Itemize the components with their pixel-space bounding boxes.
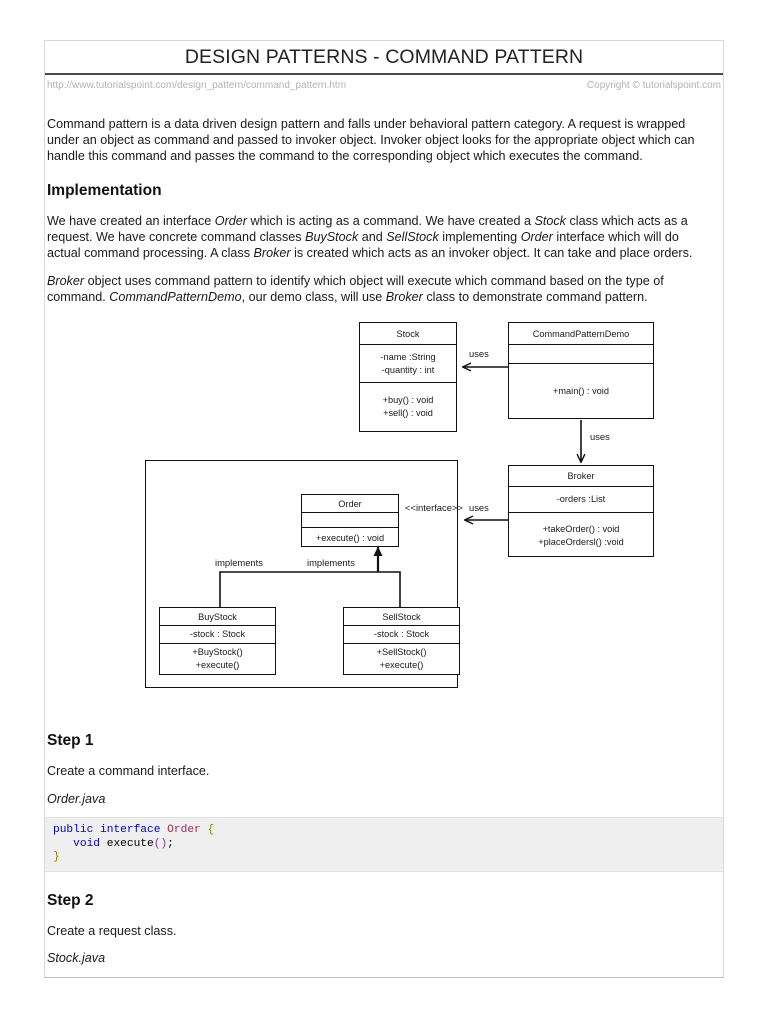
uml-class-order: Order +execute() : void: [301, 494, 399, 548]
uml-class-buy-stock: BuyStock -stock : Stock +BuyStock() +exe…: [159, 607, 276, 676]
uml-edge-label-uses-demo-stock: uses: [469, 348, 489, 360]
step-2-filename: Stock.java: [47, 951, 106, 966]
uml-class-broker-attributes: -orders :List: [509, 487, 653, 514]
uml-attribute: -name :String: [380, 351, 436, 362]
heading-step-1: Step 1: [47, 732, 94, 750]
uml-class-diagram: Stock -name :String -quantity : int +buy…: [47, 317, 707, 712]
uml-class-sell-stock: SellStock -stock : Stock +SellStock() +e…: [343, 607, 460, 676]
uml-operation: +sell() : void: [383, 408, 433, 419]
implementation-paragraph-1: We have created an interface Order which…: [47, 214, 693, 260]
uml-attribute: -orders :List: [556, 494, 606, 505]
source-url: http://www.tutorialspoint.com/design_pat…: [47, 80, 347, 91]
heading-implementation: Implementation: [47, 182, 162, 200]
uml-attribute: -quantity : int: [381, 364, 435, 375]
uml-class-sell-stock-attributes: -stock : Stock: [344, 626, 459, 645]
uml-class-stock-name: Stock: [360, 323, 456, 346]
uml-class-order-attributes: [302, 513, 398, 529]
uml-package-box: [145, 460, 458, 689]
uml-operation: +execute() : void: [315, 532, 385, 543]
page-title: DESIGN PATTERNS - COMMAND PATTERN: [184, 46, 584, 68]
step-1-filename: Order.java: [47, 792, 106, 807]
uml-operation: +execute(): [379, 660, 424, 671]
uml-stereotype-interface: <<interface>>: [405, 502, 463, 514]
uml-edge-label-implements-right: implements: [307, 557, 355, 569]
uml-operation: +SellStock(): [376, 647, 427, 658]
intro-paragraph: Command pattern is a data driven design …: [47, 117, 695, 163]
uml-attribute: -stock : Stock: [189, 629, 246, 640]
uml-class-sell-stock-operations: +SellStock() +execute(): [344, 644, 459, 674]
page-meta: http://www.tutorialspoint.com/design_pat…: [45, 75, 723, 91]
uml-operation: +BuyStock(): [192, 647, 243, 658]
step-1-description: Create a command interface.: [47, 764, 210, 779]
code-content: public interface Order { void execute();…: [53, 824, 215, 864]
heading-step-2: Step 2: [47, 891, 94, 909]
uml-operation: +main() : void: [553, 385, 609, 396]
implementation-paragraph-2: Broker object uses command pattern to id…: [47, 273, 664, 304]
uml-class-stock-attributes: -name :String -quantity : int: [360, 345, 456, 384]
uml-class-command-pattern-demo-name: CommandPatternDemo: [509, 323, 653, 346]
uml-class-command-pattern-demo-attributes: [509, 345, 653, 365]
document-page: DESIGN PATTERNS - COMMAND PATTERN http:/…: [44, 40, 724, 978]
copyright-notice: Copyright © tutorialspoint.com: [586, 80, 721, 91]
uml-class-command-pattern-demo-operations: +main() : void: [509, 364, 653, 418]
uml-class-broker-operations: +takeOrder() : void +placeOrdersl() :voi…: [509, 513, 653, 558]
uml-class-order-operations: +execute() : void: [302, 528, 398, 548]
uml-attribute: -stock : Stock: [373, 629, 430, 640]
title-divider: [45, 73, 723, 75]
uml-class-command-pattern-demo: CommandPatternDemo +main() : void: [508, 322, 654, 420]
uml-edge-label-implements-left: implements: [215, 557, 263, 569]
uml-operation: +buy() : void: [382, 395, 434, 406]
uml-class-sell-stock-name: SellStock: [344, 608, 459, 627]
uml-class-buy-stock-name: BuyStock: [160, 608, 275, 627]
uml-class-broker: Broker -orders :List +takeOrder() : void…: [508, 465, 654, 558]
uml-class-buy-stock-attributes: -stock : Stock: [160, 626, 275, 645]
uml-edge-label-uses-demo-broker: uses: [590, 431, 610, 443]
uml-class-stock-operations: +buy() : void +sell() : void: [360, 383, 456, 431]
uml-operation: +execute(): [195, 660, 240, 671]
code-block-order-java[interactable]: public interface Order { void execute();…: [45, 817, 723, 872]
uml-connector-layer: [219, 317, 707, 608]
step-2-description: Create a request class.: [47, 923, 177, 938]
document-content: Command pattern is a data driven design …: [45, 117, 723, 965]
uml-operation: +placeOrdersl() :void: [538, 536, 624, 547]
uml-class-broker-name: Broker: [509, 466, 653, 488]
uml-class-stock: Stock -name :String -quantity : int +buy…: [359, 322, 457, 433]
uml-class-buy-stock-operations: +BuyStock() +execute(): [160, 644, 275, 674]
uml-class-order-name: Order: [302, 495, 398, 514]
uml-edge-label-uses-broker-order: uses: [469, 502, 489, 514]
uml-operation: +takeOrder() : void: [542, 523, 620, 534]
